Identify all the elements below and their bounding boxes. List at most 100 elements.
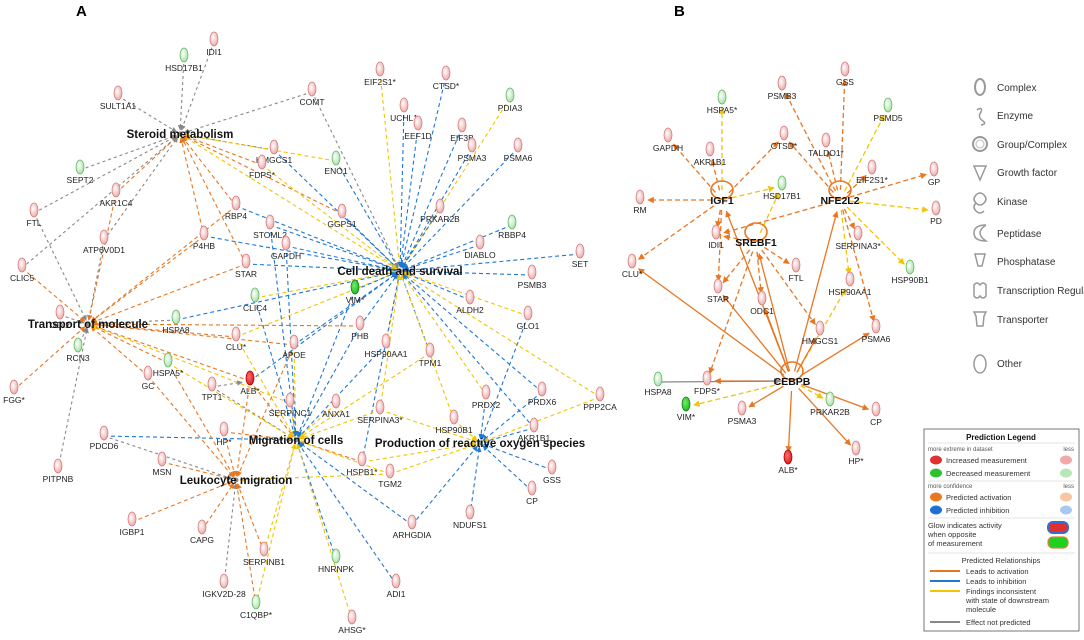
hub-glow-shape [828, 180, 852, 200]
molecule-shape [197, 519, 207, 535]
node-gss: GSS [543, 459, 561, 485]
molecule-shape [355, 315, 365, 331]
edge-not_predicted [21, 136, 178, 269]
edge-inconsistent [800, 385, 824, 399]
node-label: FGG* [3, 395, 25, 405]
molecule-shape [529, 417, 539, 433]
edge-inhibition [341, 213, 398, 269]
molecule-shape [250, 287, 260, 303]
node-label: STAR [235, 269, 257, 279]
node-label: STAR [707, 294, 729, 304]
molecule-shape [231, 195, 241, 211]
node-label: AKR1B1 [518, 433, 551, 443]
edge-inconsistent [379, 274, 402, 411]
shape-key-transporter: Transporter [972, 311, 1049, 327]
edge-inhibition [397, 107, 405, 268]
shape-key-growth: Growth factor [972, 165, 1058, 182]
molecule-shape [251, 594, 261, 610]
node-eno1: ENO1 [324, 150, 348, 176]
node-clu: CLU* [226, 326, 247, 352]
node-label: PSMA6 [504, 153, 533, 163]
node-psmb3: PSMB3 [768, 75, 797, 101]
edge-inhibition [361, 274, 401, 463]
legend-glow-line3: of measurement [928, 539, 983, 548]
edge-activation [728, 141, 779, 194]
molecule-shape [375, 61, 385, 77]
node-label: ANXA1 [322, 409, 350, 419]
node-label: FTL [788, 273, 803, 283]
edge-activation [723, 234, 747, 241]
molecule-shape [207, 376, 217, 392]
function-transport: Transport of molecule [28, 319, 148, 331]
edge-activation [763, 307, 790, 372]
node-psmb3: PSMB3 [518, 264, 547, 290]
shape-key-other: Other [973, 354, 1023, 374]
node-label: PITPNB [43, 474, 74, 484]
molecule-shape [385, 463, 395, 479]
node-label: CLU* [226, 342, 247, 352]
edge-activation [798, 387, 852, 446]
molecule-shape [681, 396, 691, 412]
node-atp6v0d1: ATP6V0D1 [83, 229, 125, 255]
edge-activation [90, 235, 205, 323]
edge-inhibition [354, 271, 397, 291]
node-label: EIF3B [450, 133, 474, 143]
hub-label: SREBF1 [735, 237, 777, 249]
function-steroid: Steroid metabolism [127, 129, 234, 141]
group-shape-icon [972, 136, 988, 152]
node-pdcd6: PDCD6 [90, 425, 119, 451]
molecule-shape [425, 342, 435, 358]
node-label: EIF2S1* [364, 77, 396, 87]
legend-confidence-more: more confidence [928, 484, 973, 490]
molecule-shape [757, 290, 767, 306]
edge-activation [161, 461, 233, 481]
molecule-shape [627, 253, 637, 269]
node-label: FDPS* [694, 386, 721, 396]
molecule-shape [399, 97, 409, 113]
node-alb: ALB* [240, 370, 260, 396]
hub-cebpb: CEBPB [774, 361, 811, 388]
node-hspa8: HSPA8 [644, 371, 672, 397]
panel-b-label: B [674, 3, 685, 20]
increased-swatch-strong [930, 455, 942, 465]
edge-not_predicted [33, 212, 87, 321]
molecule-shape [281, 235, 291, 251]
edge-inhibition [269, 224, 397, 271]
shape-key-phosphatase: Phosphatase [974, 253, 1056, 268]
edge-not_predicted [180, 41, 215, 131]
molecule-shape [871, 401, 881, 417]
legend-decreased: Decreased measurement [946, 469, 1031, 478]
node-label: IGBP1 [119, 527, 144, 537]
node-label: GAPDH [653, 143, 683, 153]
edge-activation [710, 159, 721, 191]
legend-title: Prediction Legend [966, 433, 1036, 442]
edge-inconsistent [401, 97, 511, 269]
edge-not_predicted [59, 314, 85, 324]
hub-label: IGF1 [710, 195, 733, 207]
edge-activation [91, 325, 169, 364]
edge-not_predicted [57, 327, 89, 470]
edge-activation [183, 135, 343, 215]
edge-inhibition [401, 208, 441, 269]
hub-nfe2l2: NFE2L2 [820, 180, 860, 207]
shape-key-label: Enzyme [997, 111, 1034, 122]
node-label: RBP4 [225, 211, 247, 221]
edge-inhibition [273, 149, 398, 269]
edge-inhibition [403, 244, 481, 271]
node-label: IDI1 [206, 47, 222, 57]
molecule-shape [871, 318, 881, 334]
edge-inhibition [411, 445, 478, 526]
node-label: ARHGDIA [393, 530, 432, 540]
legend-predicted-inhibition: Predicted inhibition [946, 506, 1009, 515]
hub-glow-shape [744, 222, 768, 242]
molecule-shape [331, 548, 341, 564]
node-label: HSPA5* [707, 105, 738, 115]
molecule-shape [527, 480, 537, 496]
molecule-shape [481, 384, 491, 400]
molecule-shape [29, 202, 39, 218]
node-hspa8: HSPA8 [162, 309, 190, 335]
molecule-shape [55, 304, 65, 320]
edge-inhibition [398, 125, 419, 268]
legend-leads-activation: Leads to activation [966, 567, 1029, 576]
